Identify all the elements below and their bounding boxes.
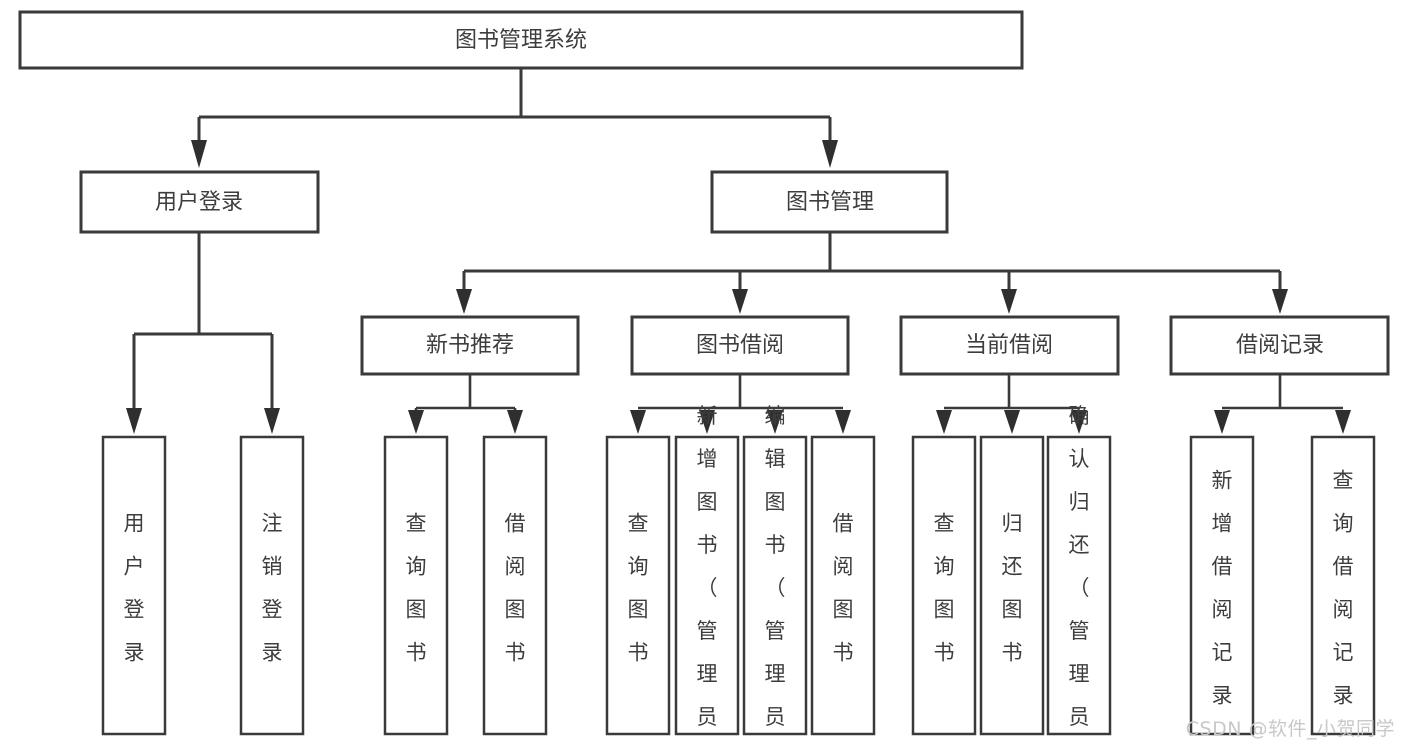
connector-group-user-login-to-leaves (126, 232, 280, 434)
arrow-head-leaf-add-book-admin (699, 410, 715, 434)
arrow-head-leaf-edit-book-admin (767, 410, 783, 434)
node-leaf-query-book-borrow[interactable]: 查询图书 (605, 435, 671, 736)
arrow-head-leaf-query-borrow-record (1335, 410, 1351, 434)
node-leaf-return-book[interactable]: 归还图书 (979, 435, 1045, 736)
arrow-head-leaf-query-book-borrow (630, 410, 646, 434)
node-leaf-logout-label: 注销登录 (262, 511, 283, 664)
node-borrow-record[interactable]: 借阅记录 (1169, 315, 1390, 376)
node-new-book-recommend-label: 新书推荐 (426, 333, 514, 358)
connector-group-book-manage-to-level2 (456, 232, 1288, 314)
node-root[interactable]: 图书管理系统 (18, 10, 1024, 70)
node-leaf-edit-book-admin-label: 编辑图书（管理员） (765, 404, 786, 747)
node-leaf-query-book-recommend-box[interactable] (383, 435, 449, 736)
node-leaf-add-borrow-record[interactable]: 新增借阅记录 (1189, 435, 1255, 736)
node-leaf-query-borrow-record-box[interactable] (1310, 435, 1376, 736)
arrow-head-leaf-logout (264, 408, 280, 434)
node-leaf-return-book-box[interactable] (979, 435, 1045, 736)
node-leaf-add-borrow-record-label: 新增借阅记录 (1212, 468, 1233, 707)
node-book-manage[interactable]: 图书管理 (710, 170, 949, 234)
node-borrow-record-label: 借阅记录 (1236, 333, 1324, 358)
connector-group-borrow-record-to-leaves (1214, 374, 1351, 434)
node-leaf-logout-box[interactable] (239, 435, 305, 736)
arrow-head-leaf-borrow-book (835, 410, 851, 434)
arrow-head-leaf-query-book-current (936, 410, 952, 434)
node-leaf-confirm-return-admin-box[interactable] (1046, 435, 1112, 736)
arrow-head-leaf-add-borrow-record (1214, 410, 1230, 434)
node-book-borrow[interactable]: 图书借阅 (630, 315, 850, 376)
arrow-head-user-login (191, 140, 207, 168)
connector-group-book-borrow-to-leaves (630, 374, 851, 434)
arrow-head-leaf-query-book-recommend (408, 410, 424, 434)
node-leaf-confirm-return-admin[interactable]: 确认归还（管理员） (1046, 404, 1112, 747)
node-book-borrow-label: 图书借阅 (696, 333, 784, 358)
node-leaf-add-book-admin[interactable]: 新增图书（管理员） (674, 404, 740, 747)
node-leaf-user-login-label: 用户登录 (124, 511, 145, 664)
arrow-head-current-borrow (1001, 289, 1017, 314)
node-leaf-borrow-book-box[interactable] (810, 435, 876, 736)
arrow-head-book-manage (822, 140, 838, 168)
node-leaf-query-book-current-box[interactable] (911, 435, 977, 736)
node-user-login-label: 用户登录 (155, 190, 243, 215)
node-leaf-add-borrow-record-box[interactable] (1189, 435, 1255, 736)
node-borrow-record-box[interactable] (1169, 315, 1390, 376)
node-leaf-query-book-current-label: 查询图书 (934, 511, 955, 664)
node-leaf-user-login-box[interactable] (101, 435, 167, 736)
node-leaf-confirm-return-admin-label: 确认归还（管理员） (1069, 404, 1090, 747)
arrow-head-leaf-borrow-book-recommend (507, 410, 523, 434)
node-leaf-logout[interactable]: 注销登录 (239, 435, 305, 736)
node-leaf-user-login[interactable]: 用户登录 (101, 435, 167, 736)
node-current-borrow-box[interactable] (899, 315, 1120, 376)
node-leaf-add-book-admin-box[interactable] (674, 435, 740, 736)
node-current-borrow[interactable]: 当前借阅 (899, 315, 1120, 376)
node-user-login[interactable]: 用户登录 (79, 170, 320, 234)
node-book-manage-box[interactable] (710, 170, 949, 234)
node-leaf-borrow-book-recommend-box[interactable] (482, 435, 548, 736)
arrow-head-new-book-recommend (456, 289, 472, 314)
node-book-borrow-box[interactable] (630, 315, 850, 376)
node-leaf-query-book-borrow-label: 查询图书 (628, 511, 649, 664)
leaf-node-layer: 用户登录 注销登录 查询图书 借阅图书 查询图书 新增图书（管理员） 编辑图书（管理员） 借阅… (101, 404, 1376, 747)
node-book-manage-label: 图书管理 (786, 190, 874, 215)
node-leaf-return-book-label: 归还图书 (1002, 511, 1023, 664)
connector-group-current-borrow-to-leaves (936, 374, 1087, 434)
node-leaf-query-book-borrow-box[interactable] (605, 435, 671, 736)
arrow-head-book-borrow (732, 289, 748, 314)
node-user-login-box[interactable] (79, 170, 320, 234)
node-leaf-add-book-admin-label: 新增图书（管理员） (697, 404, 718, 747)
arrow-head-leaf-user-login (126, 408, 142, 434)
arrow-head-leaf-confirm-return-admin (1071, 410, 1087, 434)
node-leaf-borrow-book-label: 借阅图书 (833, 511, 854, 664)
node-leaf-borrow-book-recommend[interactable]: 借阅图书 (482, 435, 548, 736)
node-current-borrow-label: 当前借阅 (965, 333, 1053, 358)
node-root-label: 图书管理系统 (455, 28, 587, 53)
node-new-book-recommend-box[interactable] (360, 315, 580, 376)
arrow-head-borrow-record (1272, 289, 1288, 314)
arrow-head-leaf-return-book (1004, 410, 1020, 434)
node-leaf-borrow-book-recommend-label: 借阅图书 (505, 511, 526, 664)
node-leaf-query-borrow-record[interactable]: 查询借阅记录 (1310, 435, 1376, 736)
node-leaf-query-book-current[interactable]: 查询图书 (911, 435, 977, 736)
node-leaf-query-borrow-record-label: 查询借阅记录 (1333, 468, 1354, 707)
node-leaf-edit-book-admin-box[interactable] (742, 435, 808, 736)
node-root-box[interactable] (18, 10, 1024, 70)
node-new-book-recommend[interactable]: 新书推荐 (360, 315, 580, 376)
node-leaf-edit-book-admin[interactable]: 编辑图书（管理员） (742, 404, 808, 747)
node-leaf-borrow-book[interactable]: 借阅图书 (810, 435, 876, 736)
node-leaf-query-book-recommend-label: 查询图书 (406, 511, 427, 664)
node-leaf-query-book-recommend[interactable]: 查询图书 (383, 435, 449, 736)
connector-group-root-to-level1 (191, 68, 838, 168)
connector-group-new-book-recommend-to-leaves (408, 374, 523, 434)
